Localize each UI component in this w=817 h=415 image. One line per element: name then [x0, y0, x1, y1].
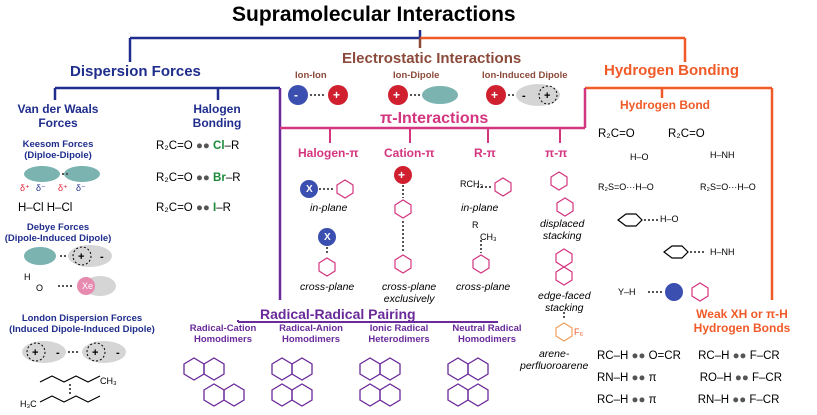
hbond-row-1: R₂C=O	[598, 128, 635, 140]
radical-diagrams	[183, 357, 489, 407]
hbond-heading: Hydrogen Bonding	[604, 62, 739, 79]
edge-faced-stacking-label: edge-faced stacking	[538, 290, 591, 314]
svg-text:-: -	[294, 88, 298, 102]
radical-cation-heading: Radical-Cation Homodimers	[189, 323, 257, 345]
london-diagram: + - + -	[22, 341, 126, 403]
hbond-hnhr: H–NH	[710, 150, 735, 160]
electrostatic-heading: Electrostatic Interactions	[342, 50, 522, 67]
electrostatic-diagrams: - + + + - +	[288, 84, 560, 106]
svg-text:+: +	[544, 90, 550, 102]
debye-diagram: + -	[24, 245, 116, 296]
hbond-sub-heading: Hydrogen Bond	[620, 98, 710, 112]
neutral-radical-heading: Neutral Radical Homodimers	[452, 323, 522, 345]
in-plane-r-label: in-plane	[461, 202, 499, 214]
london-heading: London Dispersion Forces (Induced Dipole…	[9, 313, 155, 335]
cation-pi-heading: Cation-π	[384, 146, 435, 160]
ion-dipole-label: Ion-Dipole	[393, 70, 440, 81]
svg-text:-: -	[56, 347, 60, 359]
yh-label: Y–H	[618, 287, 636, 297]
halogen-row-1: R₂C=O ●● Cl–R	[156, 140, 240, 152]
in-plane-label: in-plane	[310, 202, 348, 214]
svg-text:-: -	[116, 347, 120, 359]
delta-minus-2: δ⁻	[76, 183, 86, 193]
cross-plane-label: cross-plane	[300, 281, 355, 293]
dispersion-heading: Dispersion Forces	[70, 63, 201, 80]
pyridine-hnh: H–NH	[710, 247, 735, 257]
svg-text:-: -	[100, 251, 104, 263]
ch3-label: CH₃	[100, 376, 117, 386]
svg-text:+: +	[32, 347, 38, 359]
pi-pi-heading: π-π	[545, 146, 568, 160]
weak-row-3: RC–H ●● π RN–H ●● F–CR	[597, 394, 780, 406]
pi-diagrams: +	[300, 166, 574, 277]
hbond-row-4: R₂S=O···H–O	[700, 182, 756, 192]
radical-anion-heading: Radical-Anion Homodimers	[279, 323, 343, 345]
delta-minus-1: δ⁻	[36, 183, 46, 193]
pyridine-diagrams	[617, 213, 709, 302]
vdw-heading: Van der Waals Forces	[17, 102, 99, 130]
svg-text:+: +	[92, 347, 98, 359]
halogen-heading: Halogen Bonding	[192, 102, 242, 130]
halogen-x-2: X	[324, 232, 331, 243]
cross-plane-exclusively-label: cross-plane exclusively	[382, 281, 437, 305]
hbond-row-2: R₂C=O	[668, 128, 705, 140]
hbond-hor-1: H–O	[630, 152, 649, 162]
water-o: O	[36, 283, 44, 293]
cross-plane-r-label: cross-plane	[456, 281, 511, 293]
water-h: H	[24, 272, 31, 282]
svg-text:+: +	[333, 88, 340, 102]
ion-induced-dipole-label: Ion-Induced Dipole	[482, 70, 568, 81]
halogen-x-1: X	[306, 184, 313, 195]
page-title: Supramolecular Interactions	[232, 3, 516, 26]
displaced-stacking-label: displaced stacking	[540, 218, 585, 242]
svg-text:+: +	[393, 88, 400, 102]
svg-text:+: +	[491, 88, 498, 102]
rch3-label: RCH₃	[460, 179, 484, 189]
svg-text:+: +	[78, 251, 84, 263]
halogen-row-3: R₂C=O ●● I–R	[156, 202, 231, 214]
hbond-row-3: R₂S=O···H–O	[598, 182, 654, 192]
delta-plus-2: δ⁺	[58, 183, 68, 193]
xe-label: Xe	[82, 281, 94, 291]
ionic-radical-heading: Ionic Radical Heterodimers	[368, 323, 430, 345]
radical-heading: Radical-Radical Pairing	[260, 306, 416, 322]
weak-hbond-heading: Weak XH or π-H Hydrogen Bonds	[693, 307, 791, 335]
keesom-heading: Keesom Forces (Diploe-Dipole)	[22, 139, 94, 161]
keesom-formula: H–Cl H–Cl	[18, 202, 73, 214]
ion-ion-label: Ion-Ion	[295, 70, 327, 81]
edge-faced-diagram	[555, 248, 573, 342]
weak-row-2: RN–H ●● π RO–H ●● F–CR	[597, 372, 783, 384]
delta-plus-1: δ⁺	[20, 183, 30, 193]
r-pi-heading: R-π	[474, 146, 496, 160]
arene-perfluoroarene-label: arene- perfluoroarene	[520, 348, 589, 372]
weak-row-1: RC–H ●● O=CR RC–H ●● F–CR	[597, 350, 780, 362]
halogen-row-2: R₂C=O ●● Br–R	[156, 172, 241, 184]
ch3b-label: CH₃	[480, 232, 497, 242]
svg-text:-: -	[522, 90, 526, 102]
f6-label: F₆	[574, 327, 584, 337]
svg-text:+: +	[398, 168, 405, 182]
h3c-label: H₃C	[20, 399, 37, 409]
halogen-pi-heading: Halogen-π	[298, 146, 359, 160]
debye-heading: Debye Forces (Dipole-Induced Dipole)	[4, 222, 112, 244]
pyridine-hor: H–O	[660, 214, 679, 224]
r-label: R	[472, 220, 479, 230]
keesom-dipole-diagram	[24, 166, 100, 182]
pi-heading: π-Interactions	[380, 110, 489, 127]
